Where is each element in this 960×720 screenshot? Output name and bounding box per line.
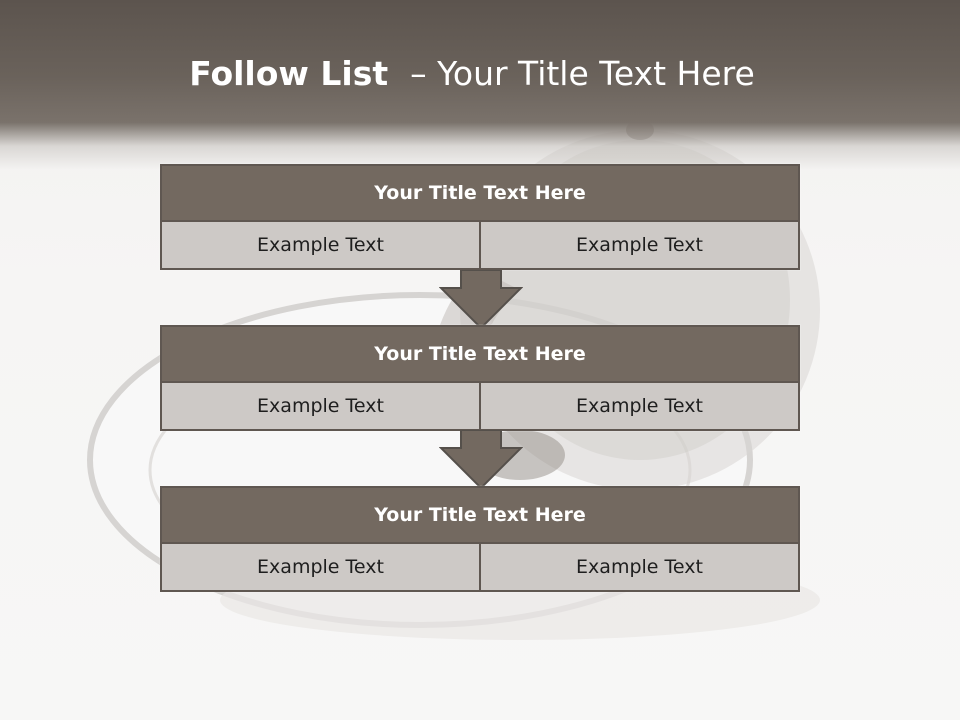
follow-block-1: Your Title Text Here Example Text Exampl… [160,164,800,270]
block-cell-right: Example Text [479,383,798,429]
slide-title-bold: Follow List [189,54,400,93]
block-cell-right: Example Text [479,544,798,590]
block-heading: Your Title Text Here [162,327,798,383]
block-row: Example Text Example Text [162,222,798,268]
header-band [0,0,960,170]
block-row: Example Text Example Text [162,383,798,429]
slide-title: Follow List – Your Title Text Here [0,54,944,93]
block-heading: Your Title Text Here [162,166,798,222]
block-heading: Your Title Text Here [162,488,798,544]
down-arrow-icon [439,430,523,490]
block-cell-right: Example Text [479,222,798,268]
slide-title-rest: – Your Title Text Here [399,54,755,93]
follow-block-2: Your Title Text Here Example Text Exampl… [160,325,800,431]
down-arrow-icon [439,270,523,330]
block-row: Example Text Example Text [162,544,798,590]
follow-block-3: Your Title Text Here Example Text Exampl… [160,486,800,592]
block-cell-left: Example Text [162,222,479,268]
block-cell-left: Example Text [162,383,479,429]
block-cell-left: Example Text [162,544,479,590]
